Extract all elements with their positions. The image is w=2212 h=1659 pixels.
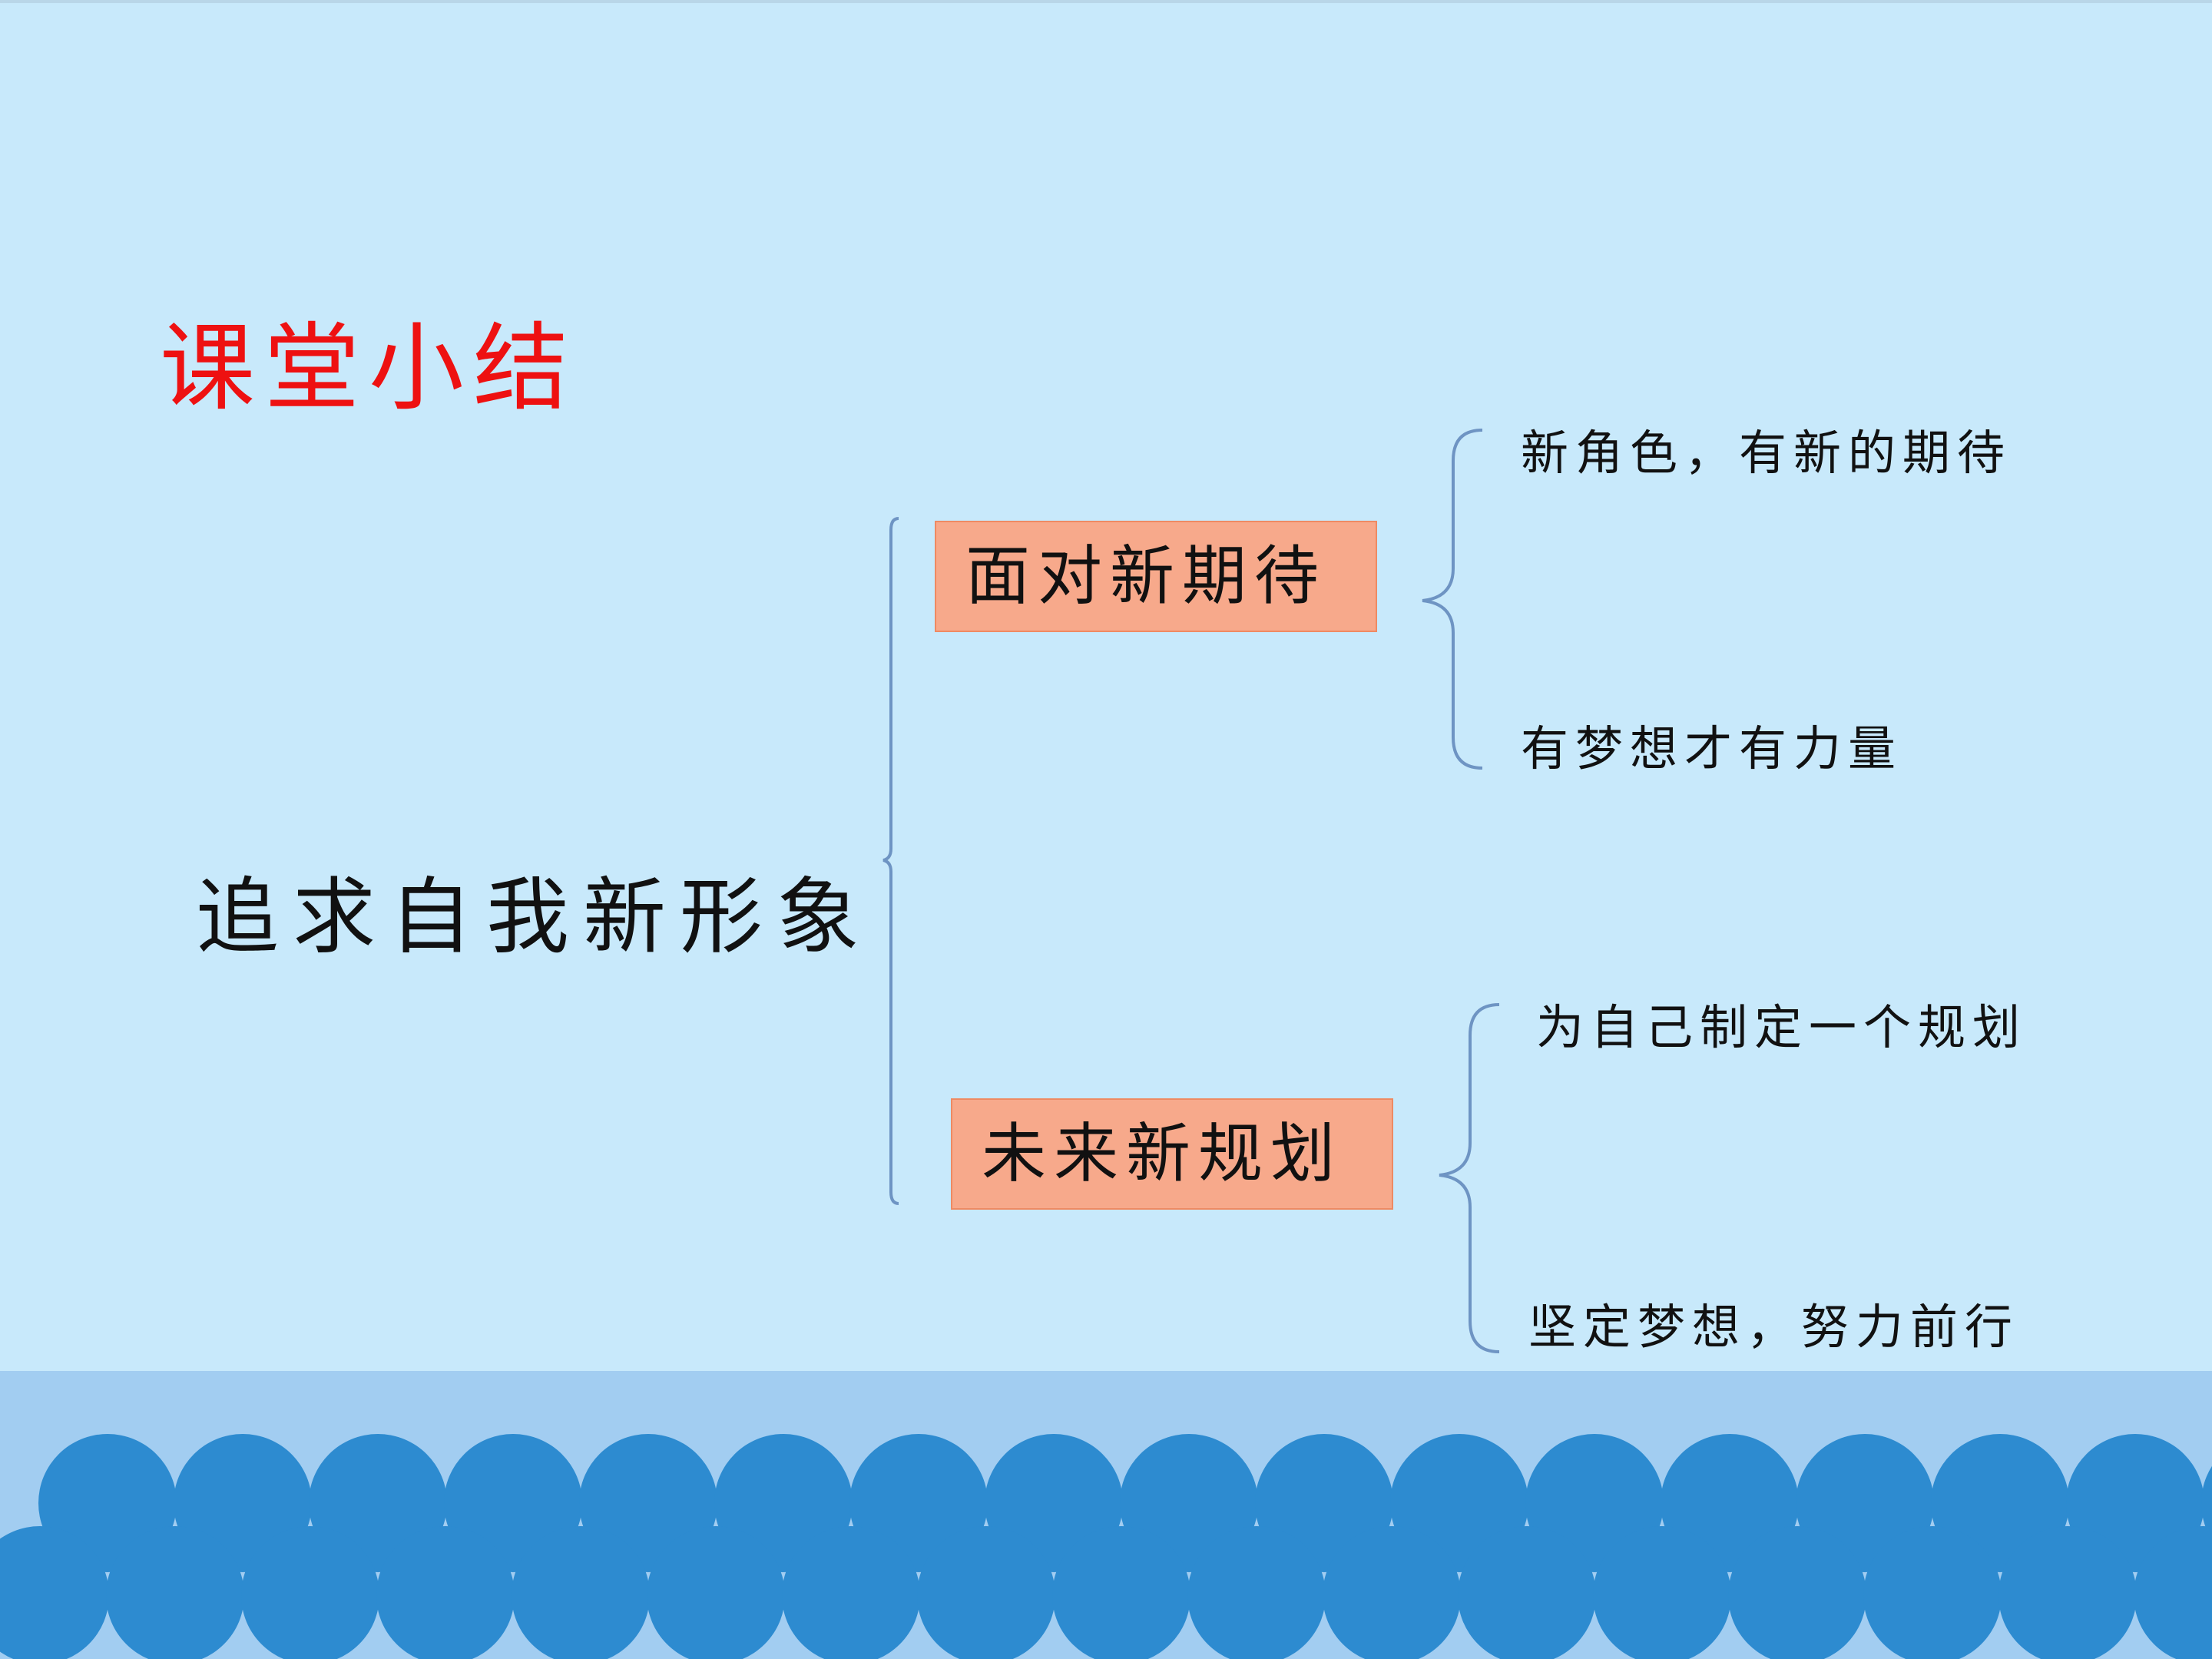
wave-scallop (1187, 1526, 1326, 1659)
branch-box-expectations: 面对新期待 (935, 521, 1377, 632)
wave-scallop (0, 1526, 109, 1659)
wave-scallop (106, 1526, 244, 1659)
wave-scallop (1728, 1526, 1866, 1659)
wave-decoration (0, 1434, 2212, 1659)
wave-scallop (782, 1526, 920, 1659)
upper-brace (1422, 429, 1483, 770)
wave-scallop (2134, 1526, 2212, 1659)
branch-box-planning: 未来新规划 (951, 1098, 1393, 1210)
leaf-new-role: 新角色，有新的期待 (1521, 425, 2012, 481)
leaf-keep-going: 坚定梦想，努力前行 (1528, 1299, 2020, 1355)
lower-brace (1439, 1003, 1500, 1353)
wave-scallop (1863, 1526, 2002, 1659)
wave-scallop (1458, 1526, 1596, 1659)
wave-scallop (1998, 1526, 2137, 1659)
top-border (0, 0, 2212, 3)
slide-title: 课堂小结 (160, 313, 578, 424)
wave-scallop (2201, 1465, 2212, 1541)
footer-wave-band (0, 1371, 2212, 1659)
wave-scallop (241, 1526, 379, 1659)
main-bracket (882, 517, 899, 1205)
wave-scallop (1323, 1526, 1461, 1659)
wave-scallop (917, 1526, 1055, 1659)
wave-scallop (512, 1526, 650, 1659)
wave-scallop (647, 1526, 785, 1659)
wave-scallop (1052, 1526, 1190, 1659)
wave-scallop (376, 1526, 515, 1659)
leaf-dream-power: 有梦想才有力量 (1521, 720, 1903, 777)
leaf-make-plan: 为自己制定一个规划 (1536, 999, 2028, 1055)
root-concept: 追求自我新形象 (196, 869, 874, 965)
wave-scallop (1593, 1526, 1731, 1659)
